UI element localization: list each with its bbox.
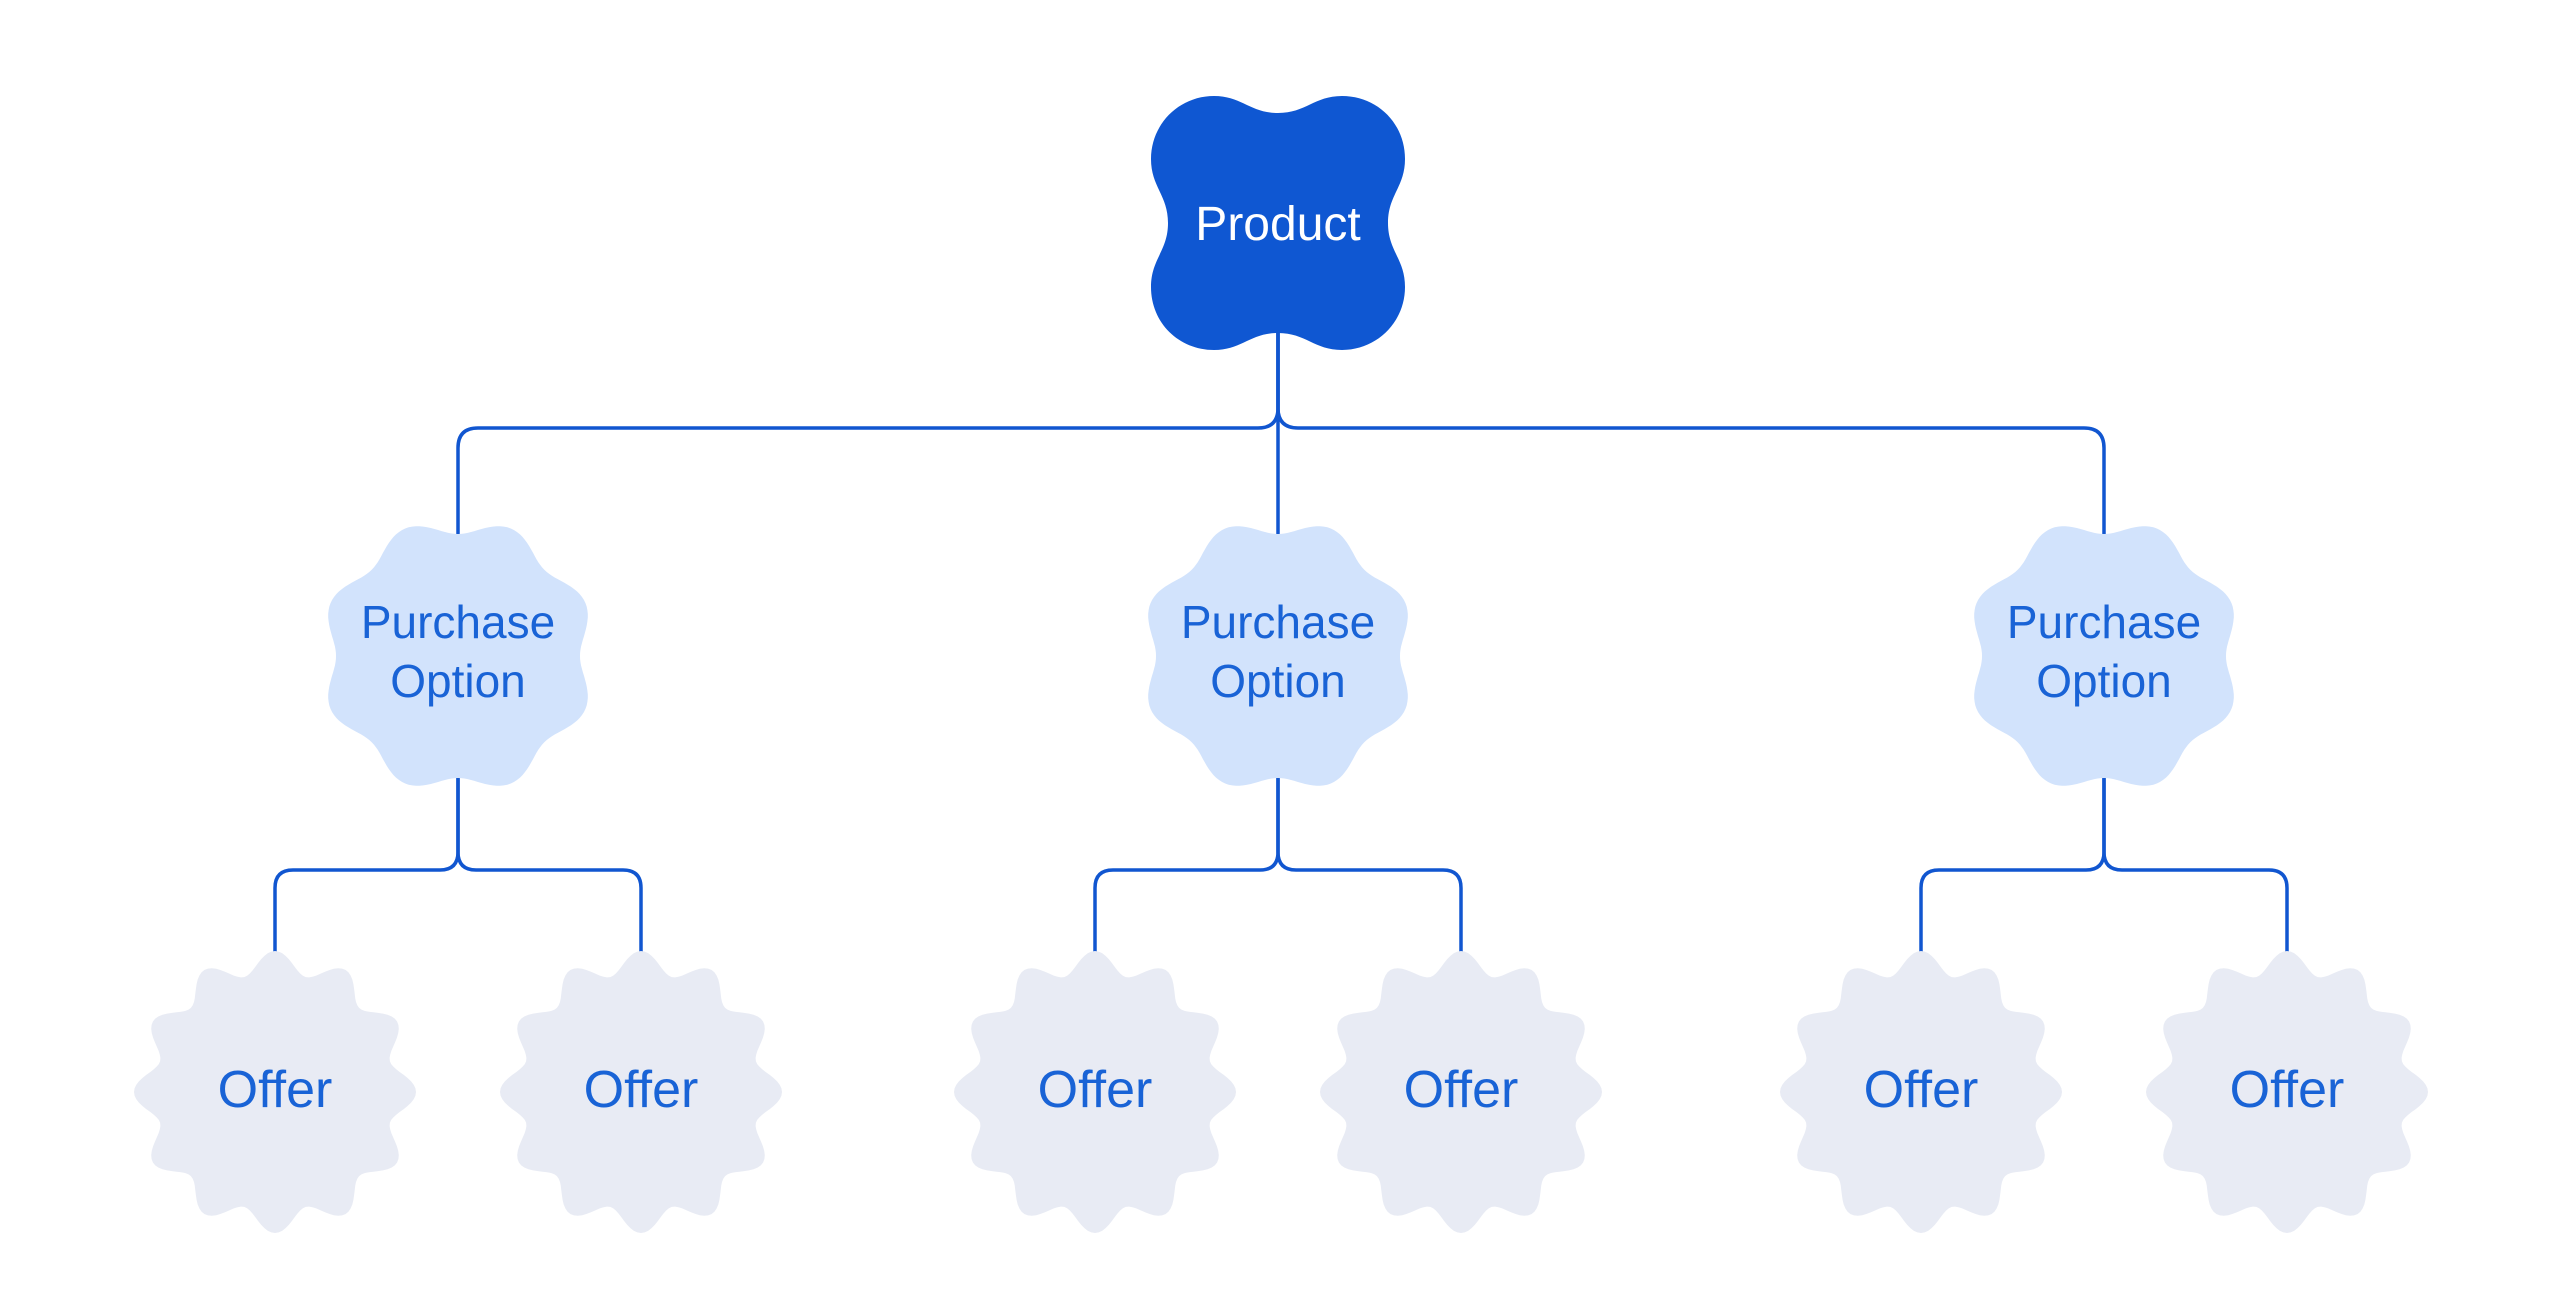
purchase-option-shape — [328, 526, 588, 786]
purchase-option-label-line2: Option — [1210, 655, 1346, 707]
purchase-option-node-3: Purchase Option — [1974, 526, 2234, 786]
level1-connectors — [456, 331, 2106, 538]
product-node: Product — [1151, 96, 1405, 350]
offer-label: Offer — [1404, 1061, 1519, 1119]
offer-shape — [954, 951, 1236, 1233]
purchase-option-node-1: Purchase Option — [328, 526, 588, 786]
connector-product-to-option-3 — [1276, 331, 2106, 538]
connector-option3-to-offer-6 — [2102, 776, 2289, 954]
offer-label: Offer — [1864, 1061, 1979, 1119]
connector-option1-to-offer-2 — [456, 776, 643, 954]
offer-shape — [1780, 951, 2062, 1233]
purchase-option-label-line1: Purchase — [1181, 596, 1375, 648]
purchase-option-label-line2: Option — [2036, 655, 2172, 707]
product-node-label: Product — [1195, 198, 1360, 251]
offer-shape — [1320, 951, 1602, 1233]
level2-connectors — [273, 776, 2289, 954]
connector-option1-to-offer-1 — [273, 776, 460, 954]
offer-shape — [2146, 951, 2428, 1233]
offer-node-4: Offer — [1320, 951, 1602, 1233]
purchase-option-shape — [1148, 526, 1408, 786]
purchase-option-label-line1: Purchase — [2007, 596, 2201, 648]
offer-shape — [134, 951, 416, 1233]
purchase-option-node-2: Purchase Option — [1148, 526, 1408, 786]
purchase-option-label-line1: Purchase — [361, 596, 555, 648]
offer-label: Offer — [1038, 1061, 1153, 1119]
offer-node-1: Offer — [134, 951, 416, 1233]
purchase-option-label-line2: Option — [390, 655, 526, 707]
connector-product-to-option-1 — [456, 331, 1280, 538]
connector-option3-to-offer-5 — [1919, 776, 2106, 954]
connector-option2-to-offer-3 — [1093, 776, 1280, 954]
offer-shape — [500, 951, 782, 1233]
purchase-option-shape — [1974, 526, 2234, 786]
offer-label: Offer — [218, 1061, 333, 1119]
offer-node-2: Offer — [500, 951, 782, 1233]
offer-label: Offer — [2230, 1061, 2345, 1119]
product-node-shape — [1151, 96, 1405, 350]
offer-label: Offer — [584, 1061, 699, 1119]
connector-option2-to-offer-4 — [1276, 776, 1463, 954]
offer-node-3: Offer — [954, 951, 1236, 1233]
offer-node-5: Offer — [1780, 951, 2062, 1233]
offer-node-6: Offer — [2146, 951, 2428, 1233]
